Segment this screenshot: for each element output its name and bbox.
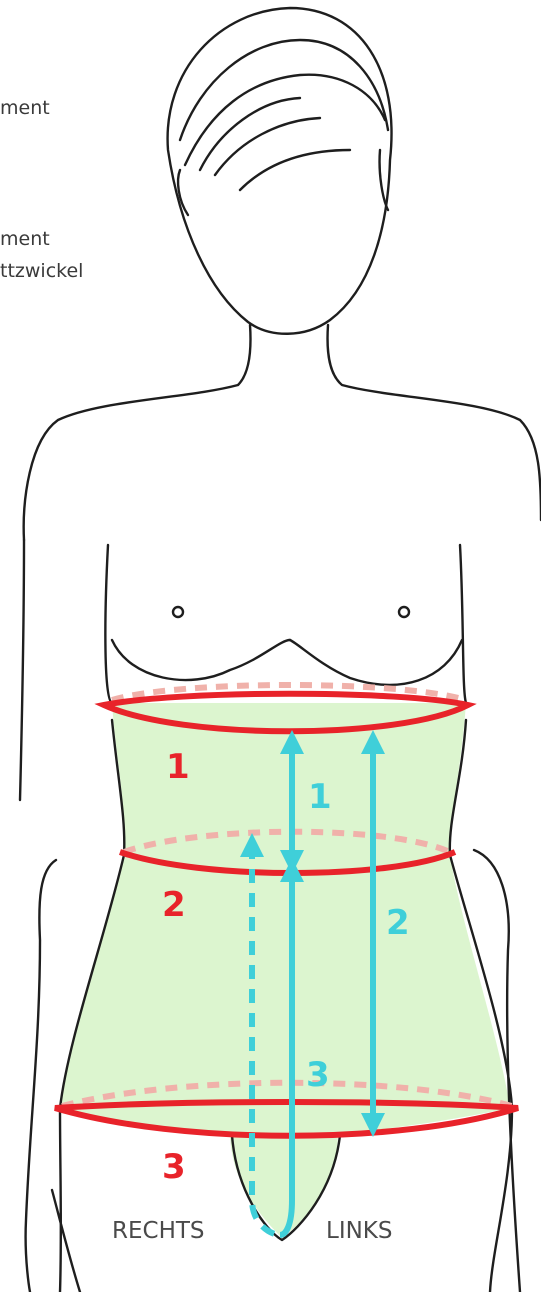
circumference-label-2: 2 <box>162 885 186 925</box>
length-label-3: 3 <box>306 1055 330 1095</box>
side-label-left: LINKS <box>326 1218 392 1244</box>
circumference-label-3: 3 <box>162 1147 186 1187</box>
length-label-1: 1 <box>308 777 332 817</box>
head-outline <box>168 8 392 334</box>
circumference-label-1: 1 <box>166 747 190 787</box>
garment-area <box>60 703 510 1238</box>
side-label-right: RECHTS <box>112 1218 205 1244</box>
length-label-2: 2 <box>386 903 410 943</box>
